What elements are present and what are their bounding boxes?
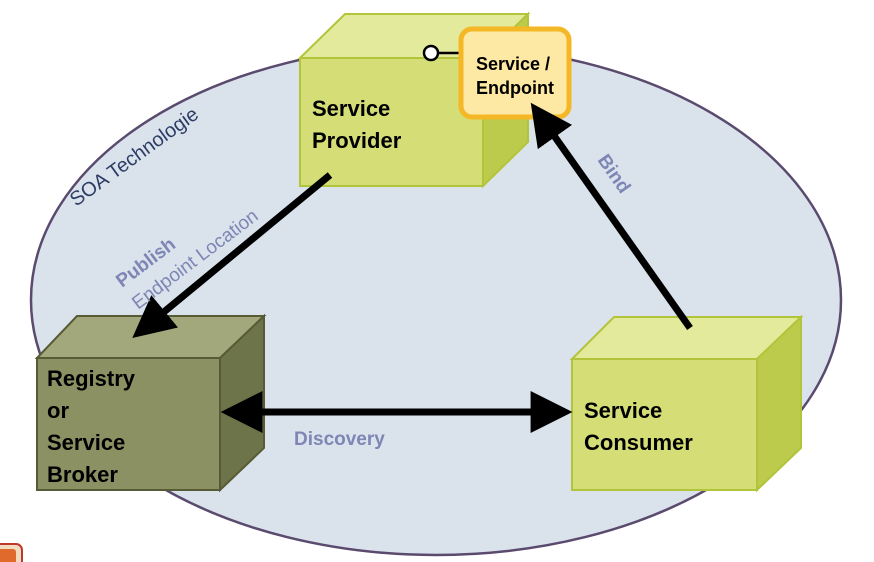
service-consumer-box: Service Consumer bbox=[569, 314, 804, 493]
bind-arrow bbox=[530, 102, 693, 331]
service-provider-line1: Service bbox=[312, 96, 390, 121]
discovery-label: Discovery bbox=[294, 429, 385, 450]
registry-line1: Registry bbox=[47, 366, 136, 391]
service-endpoint-line1: Service / bbox=[476, 54, 550, 74]
publish-arrow bbox=[132, 172, 333, 339]
registry-line3: Service bbox=[47, 430, 125, 455]
service-consumer-line2: Consumer bbox=[584, 430, 693, 455]
registry-box: Registry or Service Broker bbox=[34, 313, 267, 493]
warning-icon bbox=[0, 543, 23, 562]
registry-line4: Broker bbox=[47, 462, 118, 487]
service-endpoint-line2: Endpoint bbox=[476, 78, 554, 98]
service-provider-box: Service Provider bbox=[297, 11, 531, 189]
service-endpoint-box: Service / Endpoint bbox=[458, 26, 572, 120]
lollipop-interface-icon bbox=[422, 44, 462, 62]
service-provider-line2: Provider bbox=[312, 128, 402, 153]
registry-line2: or bbox=[47, 398, 69, 423]
service-consumer-line1: Service bbox=[584, 398, 662, 423]
